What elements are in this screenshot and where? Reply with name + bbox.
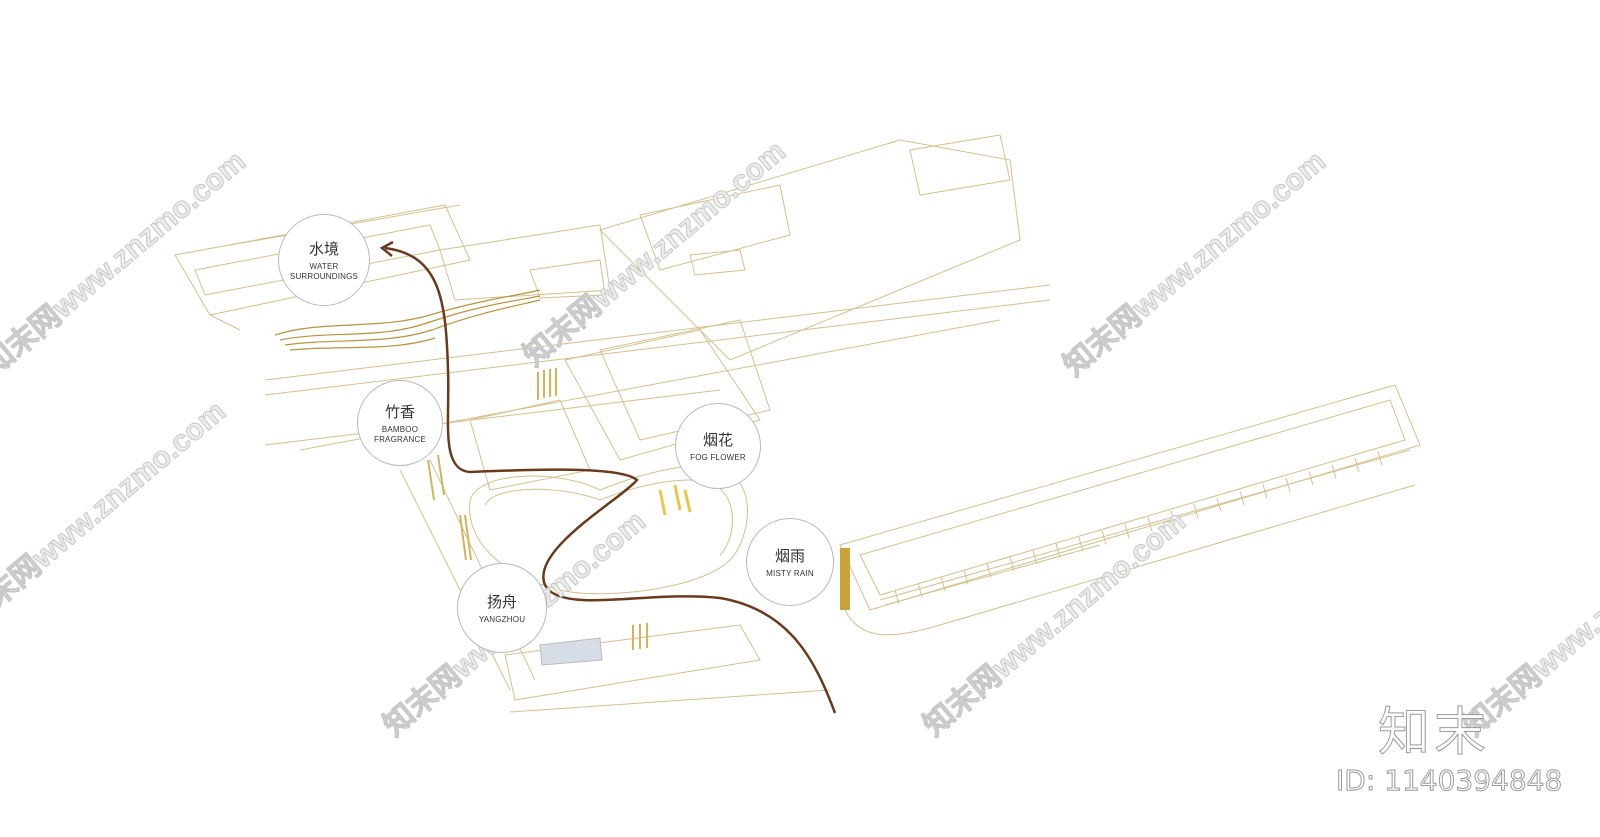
stop-zh: 扬舟 xyxy=(486,593,517,611)
stop-zh: 烟雨 xyxy=(774,547,805,565)
tread-tick xyxy=(963,570,969,585)
tread-tick xyxy=(1285,477,1291,492)
tread-tick xyxy=(1354,457,1360,473)
tread-tick xyxy=(917,583,923,598)
bamboo-screens xyxy=(427,368,648,650)
stop-en: WATER SURROUNDINGS xyxy=(289,262,359,281)
tread-tick xyxy=(1055,543,1061,558)
fog-flower-glow xyxy=(658,484,692,516)
stop-en: FOG FLOWER xyxy=(690,453,746,462)
stop-zh: 烟花 xyxy=(702,431,733,449)
stop-fog-flower: 烟花 FOG FLOWER xyxy=(675,403,761,489)
visitor-route-line xyxy=(384,246,837,714)
brand-logo: 知末 xyxy=(1377,703,1491,764)
tread-tick xyxy=(1216,497,1222,512)
tread-tick xyxy=(940,576,946,591)
stop-zh: 竹香 xyxy=(384,403,415,421)
tread-tick xyxy=(986,563,992,578)
water-stream xyxy=(274,289,541,351)
route-arrow-head-icon xyxy=(379,240,394,257)
tread-tick xyxy=(1308,471,1314,486)
tread-tick xyxy=(1262,484,1268,499)
stop-en: MISTY RAIN xyxy=(766,569,814,578)
tread-tick xyxy=(1239,490,1245,506)
tread-tick xyxy=(1078,537,1084,552)
stop-en: BAMBOO FRAGRANCE xyxy=(373,425,427,444)
tread-tick xyxy=(1009,556,1015,572)
gold-wall xyxy=(840,548,850,610)
stop-bamboo-fragrance: 竹香 BAMBOO FRAGRANCE xyxy=(357,380,443,466)
building-linework xyxy=(174,134,1421,713)
tread-tick xyxy=(1147,517,1153,532)
stop-en: YANGZHOU xyxy=(478,615,526,624)
image-id: ID: 1140394848 xyxy=(1335,764,1563,798)
tread-tick xyxy=(1331,464,1337,479)
stop-water-surroundings: 水境 WATER SURROUNDINGS xyxy=(278,214,370,306)
tread-tick xyxy=(1193,504,1199,519)
tread-tick xyxy=(1124,523,1130,539)
tread-tick xyxy=(1032,550,1038,565)
tread-tick xyxy=(1101,530,1107,545)
tread-tick xyxy=(1170,510,1176,525)
stop-misty-rain: 烟雨 MISTY RAIN xyxy=(746,518,834,606)
stop-yangzhou: 扬舟 YANGZHOU xyxy=(457,563,547,653)
stop-zh: 水境 xyxy=(308,240,339,258)
tread-tick xyxy=(1377,451,1383,466)
tread-tick xyxy=(894,589,900,605)
